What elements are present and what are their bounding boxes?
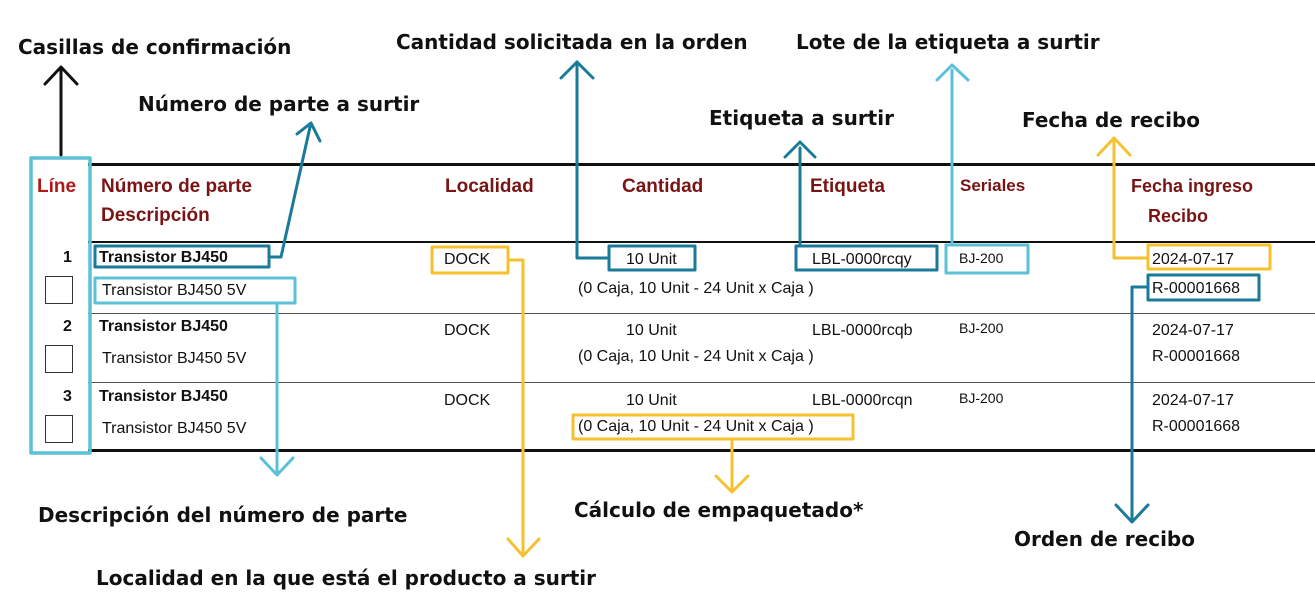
- row-separator: [88, 382, 1315, 383]
- arrow-lote: [935, 63, 1030, 275]
- arrow-cantidad: [559, 60, 697, 272]
- confirm-checkbox[interactable]: [45, 415, 73, 443]
- arrow-numero-parte: [93, 121, 322, 269]
- receipt-order: R-00001668: [1152, 348, 1241, 365]
- arrow-orden-recibo: [1114, 273, 1261, 524]
- row-separator: [88, 313, 1315, 314]
- header-description: Descripción: [101, 205, 210, 226]
- annotation-localidad: Localidad en la que está el producto a s…: [96, 566, 597, 590]
- part-description: Transistor BJ450 5V: [102, 282, 247, 299]
- location: DOCK: [444, 251, 491, 268]
- serial: BJ-200: [959, 390, 1004, 406]
- packaging-calc: (0 Caja, 10 Unit - 24 Unit x Caja ): [578, 280, 814, 297]
- callout-box-checkboxes: [29, 156, 92, 455]
- header-label: Etiqueta: [810, 176, 885, 197]
- annotation-descripcion: Descripción del número de parte: [38, 503, 408, 527]
- packaging-calc: (0 Caja, 10 Unit - 24 Unit x Caja ): [578, 348, 814, 365]
- serial: BJ-200: [959, 320, 1004, 336]
- arrow-calculo: [571, 413, 855, 494]
- part-number: Transistor BJ450: [99, 388, 228, 405]
- quantity: 10 Unit: [626, 392, 677, 409]
- annotation-etiqueta: Etiqueta a surtir: [709, 106, 894, 130]
- header-serials: Seriales: [960, 176, 1026, 195]
- location: DOCK: [444, 322, 491, 339]
- arrow-descripcion: [93, 276, 297, 477]
- annotation-casillas: Casillas de confirmación: [18, 35, 292, 59]
- receipt-date: 2024-07-17: [1152, 322, 1234, 339]
- serial: BJ-200: [959, 250, 1004, 266]
- header-quantity: Cantidad: [622, 176, 704, 197]
- line-number: 2: [63, 318, 72, 335]
- arrow-fecha-recibo: [1096, 136, 1272, 271]
- header-location: Localidad: [445, 176, 534, 197]
- annotation-lote-etiqueta: Lote de la etiqueta a surtir: [796, 30, 1100, 54]
- header-receipt: Recibo: [1148, 206, 1209, 226]
- part-number: Transistor BJ450: [99, 318, 228, 335]
- packaging-calc: (0 Caja, 10 Unit - 24 Unit x Caja ): [578, 418, 814, 435]
- part-description: Transistor BJ450 5V: [102, 420, 247, 437]
- quantity: 10 Unit: [626, 322, 677, 339]
- header-line: Líne: [37, 176, 77, 197]
- line-number: 3: [63, 388, 72, 405]
- table-bottom-rule: [88, 449, 1315, 452]
- location: DOCK: [444, 392, 491, 409]
- header-date-in: Fecha ingreso: [1131, 176, 1254, 196]
- receipt-order: R-00001668: [1152, 418, 1241, 435]
- header-part-number: Número de parte: [101, 176, 252, 197]
- annotation-fecha-recibo: Fecha de recibo: [1022, 108, 1201, 132]
- part-description: Transistor BJ450 5V: [102, 350, 247, 367]
- label-code: LBL-0000rcqy: [812, 251, 912, 268]
- receipt-date: 2024-07-17: [1152, 251, 1234, 268]
- confirm-checkbox[interactable]: [45, 276, 73, 304]
- label-code: LBL-0000rcqn: [812, 392, 913, 409]
- line-number: 1: [63, 249, 72, 266]
- annotation-numero-parte: Número de parte a surtir: [138, 92, 420, 116]
- annotation-orden-recibo: Orden de recibo: [1014, 527, 1195, 551]
- table-top-rule: [88, 163, 1315, 166]
- receipt-date: 2024-07-17: [1152, 392, 1234, 409]
- confirm-checkbox[interactable]: [45, 345, 73, 373]
- annotation-calculo: Cálculo de empaquetado*: [574, 498, 864, 522]
- annotation-cantidad-solicitada: Cantidad solicitada en la orden: [396, 30, 748, 54]
- part-number: Transistor BJ450: [99, 249, 228, 266]
- header-separator: [88, 241, 1315, 243]
- quantity: 10 Unit: [626, 251, 677, 268]
- arrow-etiqueta: [783, 140, 939, 272]
- arrow-localidad: [430, 245, 541, 558]
- receipt-order: R-00001668: [1152, 280, 1241, 297]
- label-code: LBL-0000rcqb: [812, 322, 913, 339]
- arrow-casillas: [43, 65, 79, 157]
